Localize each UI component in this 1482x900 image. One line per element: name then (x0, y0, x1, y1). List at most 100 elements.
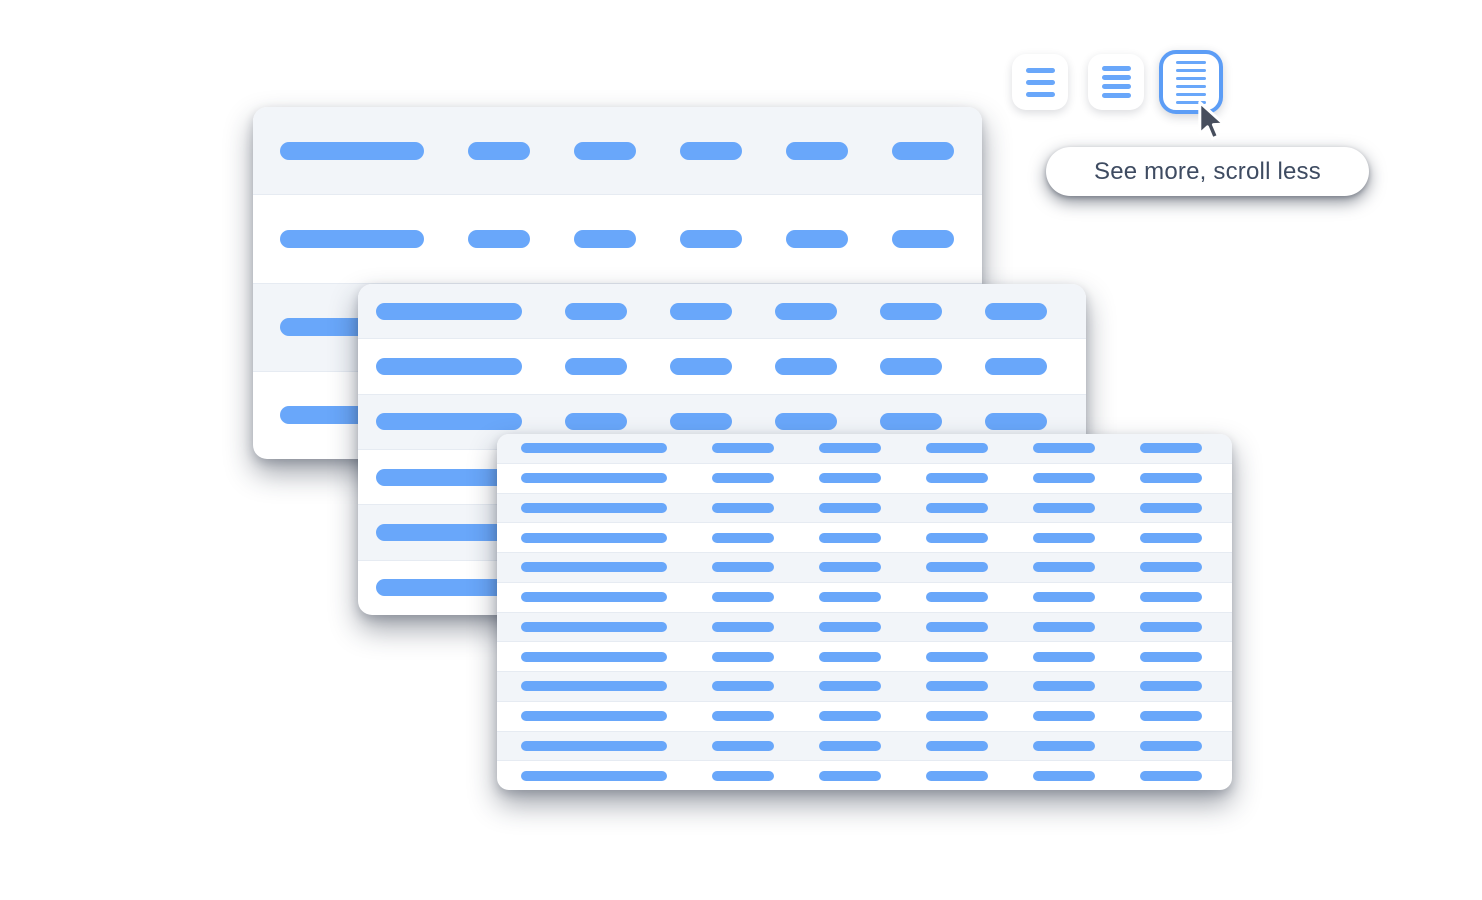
skeleton-primary-cell-pill (521, 770, 667, 781)
skeleton-cell-pill (819, 651, 881, 662)
skeleton-cell-pill (1033, 502, 1095, 513)
density-bar (1101, 75, 1131, 80)
skeleton-cell-pill (880, 413, 942, 431)
skeleton-cell-pill (926, 562, 988, 573)
table-row (358, 339, 1086, 395)
skeleton-cell-pill (819, 711, 881, 722)
skeleton-cell-pill (786, 229, 848, 248)
skeleton-primary-cell-pill (521, 562, 667, 573)
skeleton-cell-pill (712, 532, 774, 543)
skeleton-cell-pill (1033, 473, 1095, 484)
skeleton-cell-pill (1033, 592, 1095, 603)
density-bar (1176, 84, 1206, 88)
skeleton-cell-pill (985, 413, 1047, 431)
table-row (497, 612, 1232, 643)
skeleton-cell-pill (680, 141, 742, 160)
skeleton-cell-pill (880, 357, 942, 375)
skeleton-cell-pill (775, 413, 837, 431)
skeleton-primary-cell-pill (521, 651, 667, 662)
skeleton-cell-pill (574, 141, 636, 160)
skeleton-cell-pill (670, 357, 732, 375)
skeleton-cell-pill (819, 443, 881, 454)
skeleton-cell-pill (1140, 473, 1202, 484)
skeleton-cell-pill (670, 413, 732, 431)
skeleton-cell-pill (819, 473, 881, 484)
skeleton-cell-pill (712, 443, 774, 454)
skeleton-cell-pill (1140, 562, 1202, 573)
skeleton-primary-cell-pill (521, 592, 667, 603)
table-row (358, 284, 1086, 340)
skeleton-cell-pill (819, 592, 881, 603)
skeleton-cell-pill (1140, 711, 1202, 722)
skeleton-cell-pill (712, 681, 774, 692)
skeleton-primary-cell-pill (376, 357, 522, 375)
skeleton-cell-pill (1140, 532, 1202, 543)
skeleton-cell-pill (712, 770, 774, 781)
skeleton-primary-cell-pill (376, 468, 522, 486)
skeleton-cell-pill (775, 357, 837, 375)
skeleton-primary-cell-pill (521, 621, 667, 632)
skeleton-cell-pill (565, 302, 627, 320)
skeleton-table-tall-rows (497, 434, 1232, 790)
skeleton-cell-pill (926, 621, 988, 632)
skeleton-primary-cell-pill (521, 502, 667, 513)
skeleton-cell-pill (1033, 532, 1095, 543)
skeleton-cell-pill (926, 473, 988, 484)
row-density-toolbar (1012, 50, 1223, 114)
skeleton-cell-pill (1033, 651, 1095, 662)
table-row (497, 761, 1232, 790)
skeleton-cell-pill (1140, 770, 1202, 781)
table-row (497, 523, 1232, 553)
density-bar (1101, 93, 1131, 98)
density-bar (1025, 91, 1055, 97)
skeleton-cell-pill (819, 562, 881, 573)
skeleton-cell-pill (926, 532, 988, 543)
skeleton-primary-cell-pill (521, 532, 667, 543)
density-bar (1025, 79, 1055, 85)
density-bar (1101, 84, 1131, 89)
row-height-medium-button[interactable] (1088, 54, 1144, 110)
skeleton-cell-pill (1140, 621, 1202, 632)
tooltip: See more, scroll less (1046, 147, 1369, 196)
skeleton-primary-cell-pill (280, 229, 424, 248)
table-row (253, 107, 982, 196)
density-bar (1101, 66, 1131, 71)
skeleton-cell-pill (712, 562, 774, 573)
row-height-short-button[interactable] (1012, 54, 1068, 110)
row-height-tall-button[interactable] (1159, 50, 1223, 114)
skeleton-cell-pill (712, 473, 774, 484)
skeleton-cell-pill (712, 502, 774, 513)
skeleton-cell-pill (1140, 681, 1202, 692)
skeleton-cell-pill (819, 770, 881, 781)
skeleton-cell-pill (892, 141, 954, 160)
skeleton-cell-pill (1033, 443, 1095, 454)
table-row (497, 583, 1232, 613)
skeleton-cell-pill (926, 770, 988, 781)
skeleton-primary-cell-pill (521, 681, 667, 692)
skeleton-cell-pill (712, 711, 774, 722)
skeleton-cell-pill (1140, 740, 1202, 751)
skeleton-cell-pill (1140, 651, 1202, 662)
density-bar (1176, 68, 1206, 72)
skeleton-cell-pill (880, 302, 942, 320)
density-bar (1176, 100, 1206, 104)
skeleton-primary-cell-pill (521, 443, 667, 454)
skeleton-cell-pill (1033, 770, 1095, 781)
table-row (497, 642, 1232, 672)
skeleton-cell-pill (1033, 681, 1095, 692)
table-row (497, 464, 1232, 494)
density-bar (1176, 76, 1206, 80)
skeleton-cell-pill (565, 357, 627, 375)
skeleton-cell-pill (786, 141, 848, 160)
skeleton-primary-cell-pill (376, 523, 522, 541)
skeleton-cell-pill (775, 302, 837, 320)
skeleton-cell-pill (574, 229, 636, 248)
skeleton-cell-pill (926, 711, 988, 722)
skeleton-cell-pill (926, 443, 988, 454)
skeleton-primary-cell-pill (376, 579, 522, 597)
skeleton-cell-pill (712, 740, 774, 751)
skeleton-cell-pill (819, 740, 881, 751)
density-bar (1176, 92, 1206, 96)
density-bar (1176, 60, 1206, 64)
